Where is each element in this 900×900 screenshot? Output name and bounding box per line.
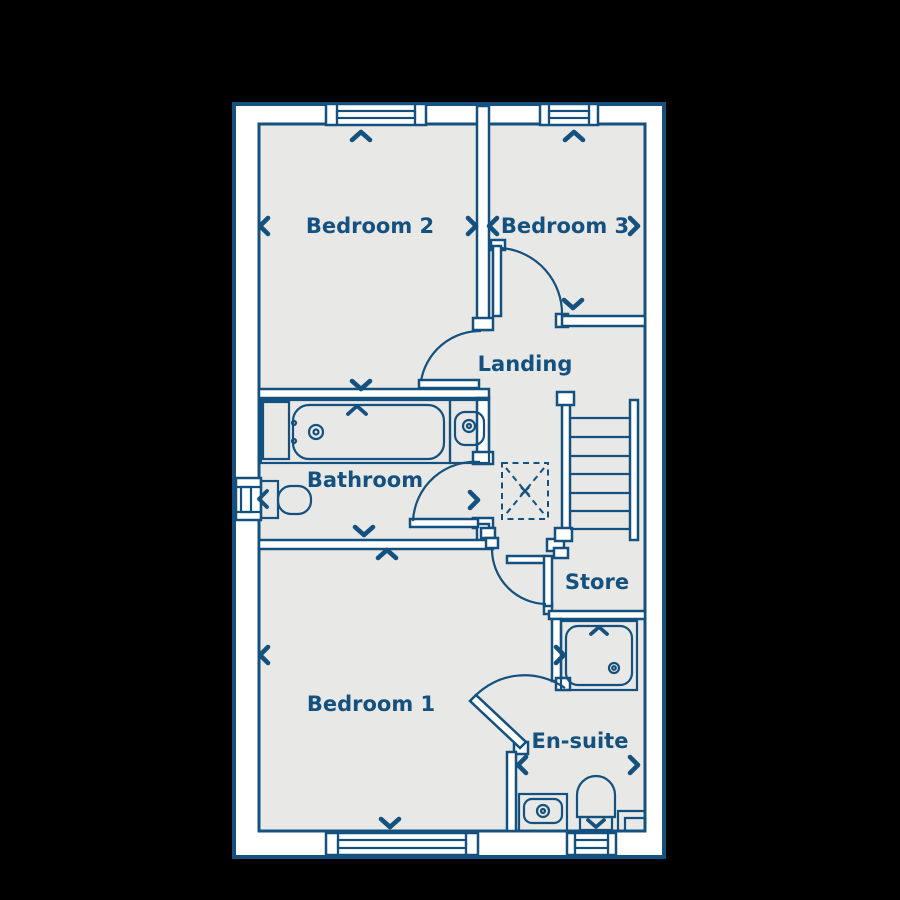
dimension-chevrons bbox=[257, 129, 641, 830]
hatch-x-mark bbox=[520, 486, 530, 496]
chevron-down-icon bbox=[561, 297, 585, 311]
sink-tap-icon bbox=[461, 418, 477, 434]
room-label-bedroom3: Bedroom 3 bbox=[501, 214, 629, 238]
chevron-down-icon bbox=[352, 524, 376, 538]
chevron-up-icon bbox=[349, 129, 373, 143]
interior-walls bbox=[257, 104, 647, 833]
room-label-store: Store bbox=[565, 570, 629, 594]
room-label-bathroom: Bathroom bbox=[307, 468, 423, 492]
bathroom-sink bbox=[453, 410, 486, 447]
ensuite-tap-icon bbox=[535, 803, 551, 819]
window-bedroom3 bbox=[538, 102, 600, 127]
chevron-up-icon bbox=[562, 129, 586, 143]
bedroom3-door-leaf bbox=[491, 244, 503, 318]
room-label-ensuite: En-suite bbox=[532, 729, 629, 753]
bathroom-toilet bbox=[276, 484, 313, 516]
ensuite-toilet-base bbox=[578, 815, 614, 832]
wall-stub-landing bbox=[505, 554, 548, 565]
window-bedroom2 bbox=[324, 102, 428, 127]
bath-end-panel bbox=[261, 400, 291, 461]
chevron-right-icon bbox=[465, 215, 479, 237]
bathroom-door-leaf bbox=[408, 517, 480, 529]
wall-cap bbox=[552, 546, 570, 560]
wall-bathroom-bedroom1 bbox=[257, 538, 495, 551]
window-bathroom bbox=[234, 476, 263, 522]
window-ensuite bbox=[565, 831, 618, 857]
wall-bedroom3-landing bbox=[560, 314, 647, 328]
ensuite-door-arc bbox=[473, 674, 566, 698]
window-bedroom1 bbox=[324, 831, 480, 857]
ensuite-toilet bbox=[575, 774, 617, 819]
wall-cap bbox=[484, 536, 500, 550]
room-label-bedroom1: Bedroom 1 bbox=[307, 692, 435, 716]
room-label-bedroom2: Bedroom 2 bbox=[306, 214, 434, 238]
stair-left-rail bbox=[560, 402, 572, 532]
windows bbox=[234, 102, 618, 857]
wall-cap bbox=[471, 316, 495, 332]
chevron-up-icon bbox=[589, 625, 609, 636]
staircase bbox=[553, 390, 640, 543]
chevron-left-icon bbox=[257, 215, 271, 237]
bedroom3-door-arc bbox=[500, 246, 564, 317]
bath-tap-icon bbox=[307, 423, 325, 441]
bedroom2-door-arc bbox=[419, 329, 482, 382]
wall-cap bbox=[479, 526, 497, 540]
room-labels: Bedroom 2 Bedroom 3 Landing Bathroom Sto… bbox=[306, 214, 629, 753]
wall-ensuite-west bbox=[505, 750, 518, 833]
chevron-up-icon bbox=[375, 547, 399, 561]
chevron-down-icon bbox=[349, 378, 373, 392]
shower-drain-icon bbox=[607, 661, 621, 675]
pipe-boxing-corner bbox=[616, 809, 645, 831]
chevron-right-icon bbox=[553, 644, 567, 666]
stair-treads bbox=[570, 416, 630, 531]
room-label-landing: Landing bbox=[478, 352, 573, 376]
bedroom2-door-leaf bbox=[417, 378, 481, 390]
bathtub bbox=[291, 403, 446, 461]
ensuite-sink-counter bbox=[517, 792, 569, 833]
wall-bedroom2-bathroom bbox=[257, 387, 491, 400]
chevron-up-icon bbox=[346, 404, 368, 416]
stair-right-rail bbox=[628, 398, 640, 542]
bedroom1-door-leaf bbox=[542, 554, 554, 608]
chevron-left-icon bbox=[257, 489, 269, 509]
stair-newel-bottom bbox=[553, 526, 574, 543]
stair-newel-top bbox=[555, 390, 576, 407]
chevron-right-icon bbox=[467, 489, 481, 511]
chevron-down-icon bbox=[378, 816, 402, 830]
floor-area bbox=[257, 122, 647, 833]
chevron-down-icon bbox=[586, 818, 606, 829]
wall-store-south bbox=[547, 609, 647, 621]
chevron-left-icon bbox=[515, 754, 529, 776]
wall-bedroom2-bedroom3 bbox=[475, 104, 491, 332]
chevron-left-icon bbox=[257, 644, 271, 666]
bedroom1-door-arc bbox=[490, 548, 547, 606]
chevron-left-icon bbox=[486, 215, 500, 237]
ensuite-sink bbox=[522, 797, 564, 825]
doors bbox=[408, 238, 566, 750]
sink-counter bbox=[448, 398, 491, 465]
loft-hatch bbox=[501, 462, 549, 520]
chevron-right-icon bbox=[627, 215, 641, 237]
chevron-right-icon bbox=[627, 754, 641, 776]
